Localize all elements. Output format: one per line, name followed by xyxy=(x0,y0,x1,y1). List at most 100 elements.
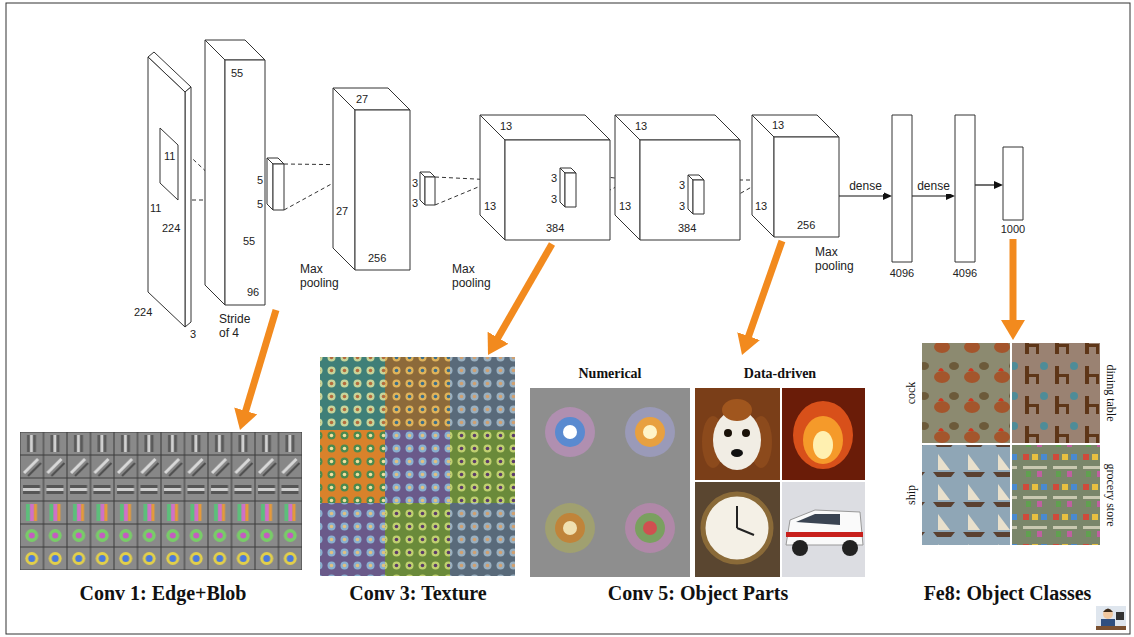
illustration-part xyxy=(320,430,385,503)
visualization-panel: Numerical Data-drivenConv 5: Object Parts xyxy=(528,355,870,612)
illustration-part xyxy=(563,425,577,439)
dense-arrow xyxy=(839,195,883,196)
dimension-number: 3 xyxy=(551,193,557,206)
conv-volume: 131333384 xyxy=(478,113,613,244)
illustration-part xyxy=(625,503,675,553)
illustration-part xyxy=(450,357,515,430)
layer-face xyxy=(560,168,565,207)
illustration-part xyxy=(1096,606,1126,630)
dimension-number: 4096 xyxy=(884,267,920,280)
visualization-panel: Conv 1: Edge+Blob xyxy=(18,430,310,612)
dimension-number: 1000 xyxy=(995,223,1031,236)
dimension-number: 3 xyxy=(412,177,418,190)
illustration-part xyxy=(635,417,665,447)
dimension-number: 5 xyxy=(257,174,263,187)
layer-face xyxy=(267,158,273,210)
illustration-part xyxy=(385,503,450,576)
visualization-arrow xyxy=(748,241,782,337)
illustration-part xyxy=(1096,626,1126,630)
illustration-part xyxy=(1103,609,1113,619)
illustration-part xyxy=(1116,612,1124,620)
illustration-part xyxy=(20,524,302,547)
illustration-part xyxy=(792,540,808,556)
illustration-part xyxy=(320,503,385,576)
layer-face xyxy=(160,128,178,200)
layer-outline xyxy=(884,115,922,285)
panel-subheading: Numerical xyxy=(530,366,690,382)
class-name: dining table xyxy=(1103,365,1117,422)
conv-volume: 272733256 xyxy=(331,86,437,274)
visualization-arrow xyxy=(497,244,552,339)
illustration-part xyxy=(555,417,585,447)
output-layer: 1000 xyxy=(995,147,1033,239)
class-name: cock xyxy=(905,382,919,405)
dense-arrow xyxy=(975,184,994,185)
dimension-number: 3 xyxy=(412,197,418,210)
layer-face xyxy=(273,164,284,210)
dimension-number: 3 xyxy=(551,172,557,185)
illustration-part xyxy=(842,540,858,556)
class-name: ship xyxy=(905,485,919,505)
layer-outline xyxy=(947,115,985,285)
illustration-part xyxy=(1103,609,1113,613)
layer-face xyxy=(955,115,975,262)
layer-outline xyxy=(318,355,520,612)
edge-label: dense xyxy=(847,180,884,194)
illustration-part xyxy=(922,445,1010,545)
illustration-part xyxy=(1101,619,1115,627)
illustration-part xyxy=(813,431,833,459)
illustration-part xyxy=(643,425,657,439)
dense-layer: 4096 xyxy=(947,115,985,285)
dimension-number: 13 xyxy=(635,120,647,133)
dimension-number: 96 xyxy=(247,286,259,299)
illustration-part xyxy=(695,482,780,577)
layer-face xyxy=(688,175,693,214)
conv1-filter-grid xyxy=(20,432,302,570)
figure-frame xyxy=(6,3,1130,634)
layer-face xyxy=(185,87,191,327)
dimension-number: 27 xyxy=(336,205,348,218)
illustration-part xyxy=(737,506,754,535)
dimension-number: 224 xyxy=(162,222,180,235)
dimension-number: 4096 xyxy=(947,267,983,280)
conv5-photo-examples xyxy=(695,388,865,577)
conv-volume: 1313256 xyxy=(750,113,842,241)
dimension-number: 256 xyxy=(797,219,815,232)
panel-caption: Conv 5: Object Parts xyxy=(528,582,868,605)
layer-face xyxy=(1003,147,1023,220)
layer-outline xyxy=(331,86,437,274)
illustration-part xyxy=(635,513,665,543)
illustration-part xyxy=(530,388,690,577)
dimension-number: 3 xyxy=(190,328,196,341)
layer-face xyxy=(420,172,425,205)
layer-face xyxy=(205,40,225,305)
illustration-part xyxy=(20,547,302,570)
illustration-part xyxy=(625,407,675,457)
illustration-part xyxy=(782,388,865,480)
conv3-texture-grid xyxy=(320,357,515,576)
layer-face xyxy=(333,88,355,270)
dimension-number: 5 xyxy=(257,198,263,211)
conv-volume: 131333384 xyxy=(613,113,743,244)
class-name: grocery store xyxy=(1103,464,1117,527)
layer-face xyxy=(225,60,265,305)
dimension-number: 13 xyxy=(772,119,784,132)
illustration-part xyxy=(563,521,577,535)
illustration-part xyxy=(793,401,853,469)
dimension-number: 55 xyxy=(231,67,243,80)
illustration-part xyxy=(643,521,657,535)
layer-face xyxy=(892,115,912,262)
panel-subheading: Data-driven xyxy=(695,366,865,382)
dimension-number: 3 xyxy=(679,200,685,213)
dimension-number: 13 xyxy=(619,200,631,213)
illustration-part xyxy=(20,501,302,524)
pooling-note: Max pooling xyxy=(452,262,500,291)
layer-face xyxy=(148,57,185,327)
layer-face xyxy=(425,177,435,205)
illustration-part xyxy=(1012,445,1100,545)
layer-face xyxy=(505,140,610,240)
illustration-part xyxy=(731,449,743,457)
stride-note: Stride of 4 xyxy=(219,312,263,341)
illustration-part xyxy=(922,343,1010,443)
